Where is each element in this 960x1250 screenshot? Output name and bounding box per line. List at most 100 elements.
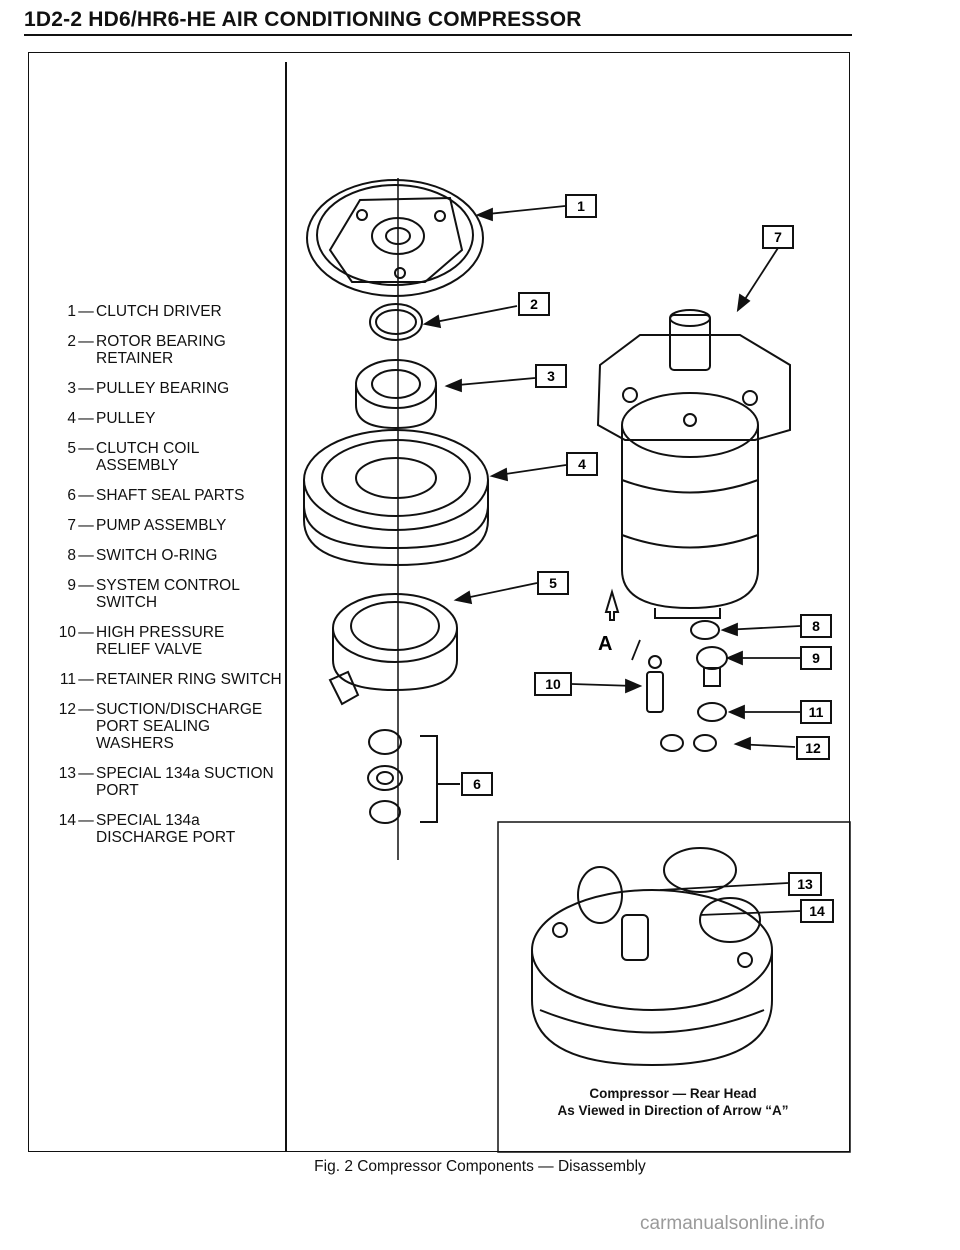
svg-text:14: 14: [809, 903, 825, 919]
arrow-a-icon: [604, 588, 620, 621]
legend-number: 8: [67, 547, 76, 564]
figure-caption: Fig. 2 Compressor Components — Disassemb…: [314, 1158, 646, 1175]
svg-text:6: 6: [473, 776, 481, 792]
legend-dash: —: [78, 671, 94, 688]
legend-item: 4—PULLEY: [38, 410, 283, 427]
leader-lines: [422, 205, 801, 916]
callout-13: 13: [788, 872, 822, 896]
legend-item: 13—SPECIAL 134a SUCTION PORT: [38, 765, 283, 799]
callout-9: 9: [800, 646, 832, 670]
rear-head-part: [531, 847, 773, 1067]
pulley-part: [303, 429, 489, 567]
legend-dash: —: [78, 547, 94, 564]
legend-item: 6—SHAFT SEAL PARTS: [38, 487, 283, 504]
legend-text: SPECIAL 134a SUCTION PORT: [96, 765, 274, 799]
rear-head-inset: [497, 821, 851, 1153]
legend-item: 10—HIGH PRESSURE RELIEF VALVE: [38, 624, 283, 658]
svg-text:2: 2: [530, 296, 538, 312]
legend-dash: —: [78, 765, 94, 782]
page-title: 1D2-2 HD6/HR6-HE AIR CONDITIONING COMPRE…: [24, 8, 582, 31]
legend-text: ROTOR BEARING RETAINER: [96, 333, 226, 367]
clutch-coil-part: [328, 593, 458, 706]
legend-number: 14: [58, 812, 76, 829]
callout-3: 3: [535, 364, 567, 388]
shaft-seal-parts: [367, 729, 460, 824]
svg-text:13: 13: [797, 876, 813, 892]
legend-number: 12: [58, 701, 76, 718]
legend-text: PULLEY: [96, 410, 156, 427]
legend-dash: —: [78, 701, 94, 718]
legend-dash: —: [78, 577, 94, 594]
arrow-a-label: A: [598, 633, 612, 655]
callout-1: 1: [565, 194, 597, 218]
svg-text:12: 12: [805, 740, 821, 756]
svg-text:1: 1: [577, 198, 585, 214]
sealing-washers-part: [660, 734, 717, 752]
legend-divider: [285, 62, 287, 1152]
pulley-bearing-part: [355, 359, 437, 430]
legend-number: 1: [67, 303, 76, 320]
legend-number: 10: [58, 624, 76, 641]
callout-2: 2: [518, 292, 550, 316]
legend-text: SWITCH O-RING: [96, 547, 218, 564]
relief-valve-part: [646, 655, 664, 713]
callout-12: 12: [796, 736, 830, 760]
system-control-switch-part: [696, 646, 728, 687]
legend-text: SYSTEM CONTROL SWITCH: [96, 577, 240, 611]
legend-item: 2—ROTOR BEARING RETAINER: [38, 333, 283, 367]
legend-text: SHAFT SEAL PARTS: [96, 487, 245, 504]
legend-dash: —: [78, 624, 94, 641]
pump-assembly-part: [596, 309, 791, 619]
legend-number: 11: [59, 671, 76, 688]
legend-item: 8—SWITCH O-RING: [38, 547, 283, 564]
inset-caption-line-1: Compressor — Rear Head: [589, 1086, 757, 1101]
legend-item: 5—CLUTCH COIL ASSEMBLY: [38, 440, 283, 474]
switch-o-ring-part: [690, 620, 720, 640]
legend-number: 6: [67, 487, 76, 504]
callout-10: 10: [534, 672, 572, 696]
legend-text: SUCTION/DISCHARGE PORT SEALING WASHERS: [96, 701, 263, 752]
callout-11: 11: [800, 700, 832, 724]
legend-text: CLUTCH DRIVER: [96, 303, 222, 320]
callout-4: 4: [566, 452, 598, 476]
legend-number: 2: [67, 333, 76, 350]
header-rule: [24, 34, 852, 36]
callout-7: 7: [762, 225, 794, 249]
legend-text: HIGH PRESSURE RELIEF VALVE: [96, 624, 225, 658]
legend-dash: —: [78, 812, 94, 829]
legend-text: PULLEY BEARING: [96, 380, 230, 397]
legend-text: SPECIAL 134a DISCHARGE PORT: [96, 812, 236, 846]
legend-item: 3—PULLEY BEARING: [38, 380, 283, 397]
legend-number: 7: [67, 517, 76, 534]
legend-item: 14—SPECIAL 134a DISCHARGE PORT: [38, 812, 283, 846]
legend-dash: —: [78, 517, 94, 534]
watermark: carmanualsonline.info: [640, 1213, 825, 1234]
inset-caption-line-2: As Viewed in Direction of Arrow “A”: [557, 1103, 789, 1118]
callout-8: 8: [800, 614, 832, 638]
rotor-bearing-retainer-part: [369, 303, 423, 341]
legend-dash: —: [78, 440, 94, 457]
figure-frame: [28, 52, 850, 1152]
callout-5: 5: [537, 571, 569, 595]
legend-text: PUMP ASSEMBLY: [96, 517, 227, 534]
svg-text:5: 5: [549, 575, 557, 591]
legend-number: 13: [58, 765, 76, 782]
legend-item: 1—CLUTCH DRIVER: [38, 303, 283, 320]
legend-item: 7—PUMP ASSEMBLY: [38, 517, 283, 534]
legend-number: 3: [67, 380, 76, 397]
legend-number: 9: [67, 577, 76, 594]
legend-text: RETAINER RING SWITCH: [96, 671, 282, 688]
legend-text: CLUTCH COIL ASSEMBLY: [96, 440, 200, 474]
legend-dash: —: [78, 410, 94, 427]
inset-caption: Compressor — Rear Head As Viewed in Dire…: [498, 1085, 848, 1119]
legend-number: 5: [67, 440, 76, 457]
legend-dash: —: [78, 303, 94, 320]
retainer-ring-switch-part: [697, 702, 727, 722]
legend-item: 11—RETAINER RING SWITCH: [38, 671, 283, 688]
svg-text:10: 10: [545, 676, 561, 692]
legend-item: 12—SUCTION/DISCHARGE PORT SEALING WASHER…: [38, 701, 283, 752]
svg-text:9: 9: [812, 650, 820, 666]
legend-item: 9—SYSTEM CONTROL SWITCH: [38, 577, 283, 611]
